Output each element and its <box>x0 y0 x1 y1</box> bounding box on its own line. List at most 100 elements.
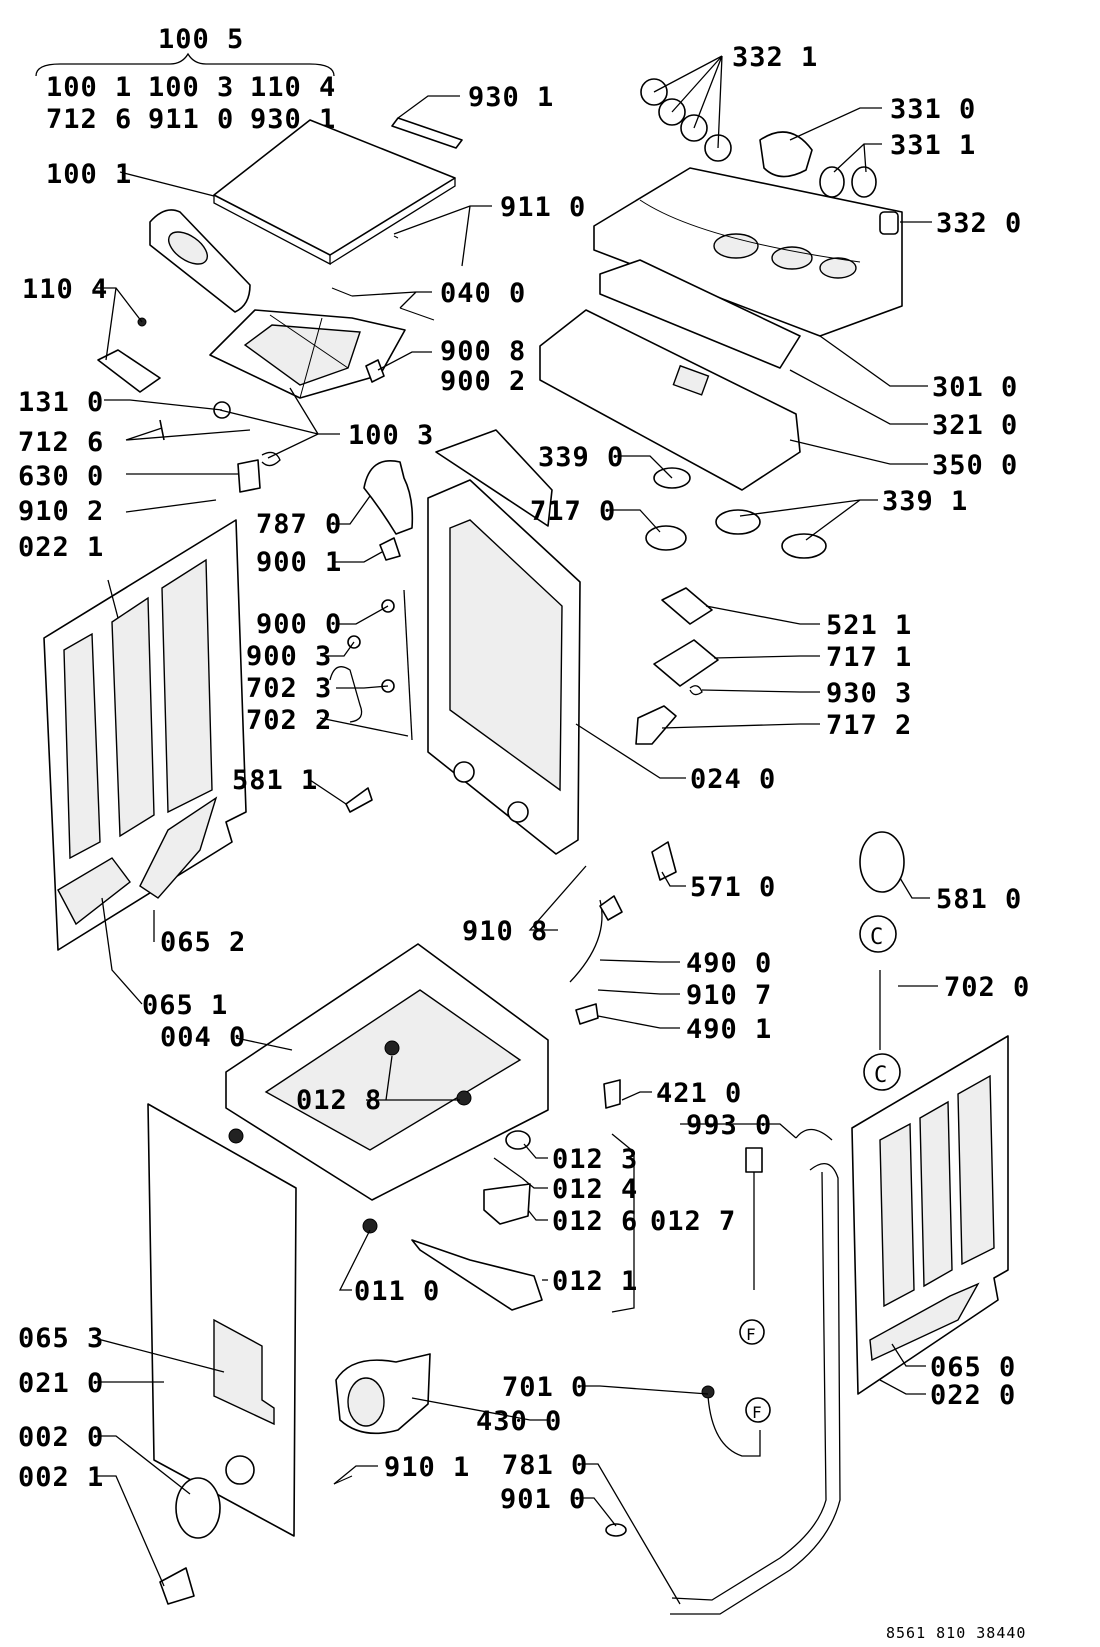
callout-letter: F <box>746 1325 757 1344</box>
part-label: 331 1 <box>890 130 976 161</box>
clip-900-8 <box>365 359 385 383</box>
part-label: 065 3 <box>18 1323 104 1354</box>
part-label: 930 3 <box>826 678 912 709</box>
part-label: 490 1 <box>686 1014 772 1045</box>
part-label: 630 0 <box>18 461 104 492</box>
part-label: 581 0 <box>936 884 1022 915</box>
group-item: 911 0 <box>148 104 234 135</box>
back-panel-hole <box>507 801 529 823</box>
part-label: 331 0 <box>890 94 976 125</box>
tube-702-2 <box>403 589 413 741</box>
part-label: 022 0 <box>930 1380 1016 1411</box>
part-label: 012 1 <box>552 1266 638 1297</box>
clamp-490-1 <box>575 1003 599 1025</box>
part-label: 430 0 <box>476 1406 562 1437</box>
part-label: 521 1 <box>826 610 912 641</box>
hose-702-3 <box>329 666 363 723</box>
group-item: 100 1 <box>46 72 132 103</box>
part-label: 004 0 <box>160 1022 246 1053</box>
part-label: 911 0 <box>500 192 586 223</box>
callout-letter: C <box>874 1063 888 1088</box>
panel-rib <box>919 1100 953 1288</box>
part-label: 717 2 <box>826 710 912 741</box>
part-label: 065 2 <box>160 927 246 958</box>
part-label: 012 7 <box>650 1206 736 1237</box>
part-labels: 930 1 100 1 911 0 110 4 040 0 900 8 900 … <box>18 42 1030 1515</box>
console-curve <box>639 199 861 263</box>
rod-cap <box>745 1147 763 1173</box>
part-label: 339 1 <box>882 486 968 517</box>
part-label: 787 0 <box>256 509 342 540</box>
header-group: 100 5 100 1 100 3 110 4 712 6 911 0 930 … <box>35 24 336 135</box>
hose-connector <box>701 1385 715 1399</box>
part-label: 900 2 <box>440 366 526 397</box>
pad-065-2 <box>139 796 218 899</box>
bellows-787-0 <box>363 460 414 535</box>
foot-011-0 <box>362 1218 378 1234</box>
panel-rib <box>63 632 101 860</box>
trim-handle <box>97 349 161 393</box>
foot <box>228 1128 244 1144</box>
part-label: 930 1 <box>468 82 554 113</box>
part-label: 350 0 <box>932 450 1018 481</box>
bracket-717-1 <box>653 639 719 687</box>
part-label: 910 2 <box>18 496 104 527</box>
part-label: 011 0 <box>354 1276 440 1307</box>
top-lid-edge <box>329 178 456 265</box>
part-label: 332 1 <box>732 42 818 73</box>
spring-930-3 <box>689 685 703 696</box>
part-label: 717 0 <box>530 496 616 527</box>
part-label: 012 3 <box>552 1144 638 1175</box>
part-label: 301 0 <box>932 372 1018 403</box>
part-label: 900 3 <box>246 641 332 672</box>
part-label: 910 8 <box>462 916 548 947</box>
part-label: 040 0 <box>440 278 526 309</box>
callout-f-circle <box>745 1397 771 1423</box>
filter-571-0 <box>651 841 677 881</box>
drain-hose-781-0 <box>671 1171 827 1601</box>
module-display <box>672 364 710 396</box>
group-item: 110 4 <box>250 72 336 103</box>
part-label: 110 4 <box>22 274 108 305</box>
part-label: 332 0 <box>936 208 1022 239</box>
thermostat-581-0 <box>859 831 905 893</box>
part-label: 702 0 <box>944 972 1030 1003</box>
part-label: 901 0 <box>500 1484 586 1515</box>
callout-f-circle <box>739 1319 765 1345</box>
drain-hose-781-0 <box>670 1162 841 1615</box>
hose-701-0 <box>707 1395 761 1457</box>
part-label: 900 1 <box>256 547 342 578</box>
group-item: 100 3 <box>148 72 234 103</box>
part-label: 900 0 <box>256 609 342 640</box>
panel-rib <box>879 1122 915 1308</box>
top-frame-opening <box>243 324 361 386</box>
part-label: 131 0 <box>18 387 104 418</box>
clamp-900-1 <box>379 537 401 561</box>
callout-c-circle <box>859 915 897 953</box>
part-label: 321 0 <box>932 410 1018 441</box>
part-label: 012 8 <box>296 1085 382 1116</box>
cover-002-0 <box>175 1477 221 1539</box>
callout-letter: F <box>752 1403 763 1422</box>
front-panel-hole <box>225 1455 255 1485</box>
lever-717-2 <box>635 705 677 745</box>
arm-012-1 <box>411 1239 543 1311</box>
part-label: 065 0 <box>930 1352 1016 1383</box>
part-label: 100 1 <box>46 159 132 190</box>
clip-901-0 <box>605 1523 627 1537</box>
part-label: 717 1 <box>826 642 912 673</box>
part-label: 021 0 <box>18 1368 104 1399</box>
pump-inlet <box>347 1377 385 1427</box>
part-label: 065 1 <box>142 990 228 1021</box>
lock-521-1 <box>661 587 713 625</box>
screw-910-1 <box>333 1475 353 1485</box>
control-module <box>539 309 801 491</box>
part-label: 571 0 <box>690 872 776 903</box>
drawing-code: 8561 810 38440 <box>886 1624 1026 1642</box>
hose-993-0 <box>795 1128 833 1141</box>
part-label: 712 6 <box>18 427 104 458</box>
part-label: 910 7 <box>686 980 772 1011</box>
part-label: 910 1 <box>384 1452 470 1483</box>
pad-065-1 <box>57 857 131 926</box>
